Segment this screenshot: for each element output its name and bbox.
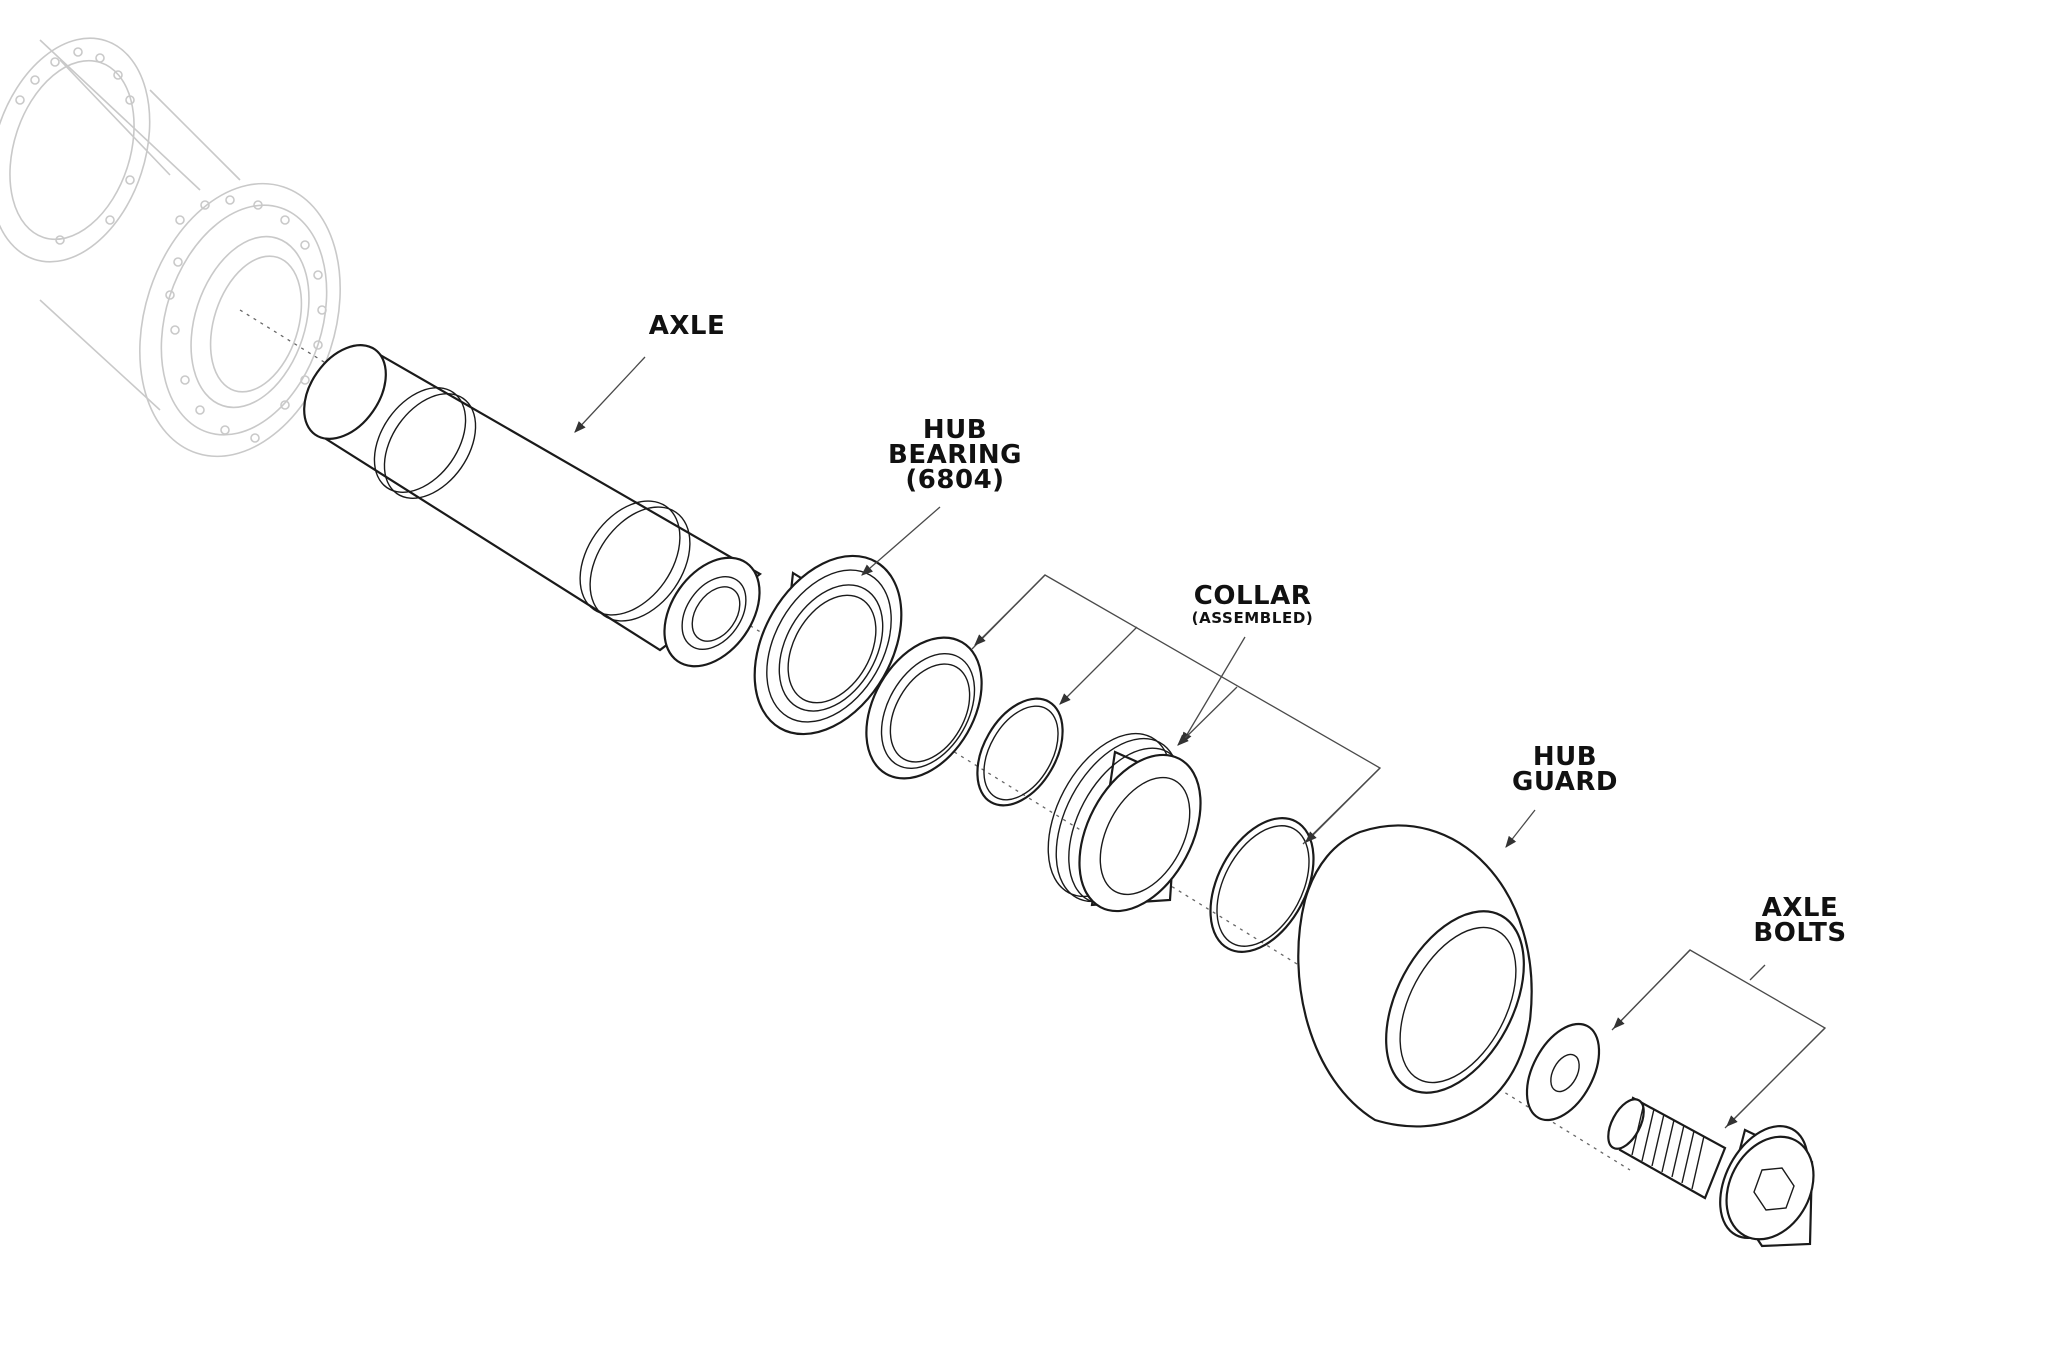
label-hub-bearing-line2: BEARING <box>888 440 1022 470</box>
bolt-threads <box>1631 1102 1705 1190</box>
label-axle-text: AXLE <box>648 311 726 341</box>
leader-hub-bearing <box>861 506 941 576</box>
label-hub-bearing: HUB BEARING (6804) <box>880 415 1030 495</box>
hub-bearing-part <box>753 554 903 736</box>
label-hub-guard-line2: GUARD <box>1512 767 1618 797</box>
leader-lines <box>574 356 1827 1129</box>
leader-collar-body <box>1177 686 1238 746</box>
label-collar: COLLAR (ASSEMBLED) <box>1170 581 1335 627</box>
collar-oring-2 <box>1209 817 1315 953</box>
label-hub-guard-line1: HUB <box>1532 742 1598 772</box>
leader-axle-bolts-bracket <box>1611 949 1827 1129</box>
label-axle-bolts-line2: BOLTS <box>1753 918 1847 948</box>
leader-collar-oring-2 <box>1305 767 1381 843</box>
label-collar-text: COLLAR <box>1193 581 1312 611</box>
collar-oring-1 <box>976 697 1064 807</box>
leader-axle-bolts-washer <box>1613 949 1691 1029</box>
label-axle: AXLE <box>632 311 742 341</box>
label-hub-guard: HUB GUARD <box>1500 742 1630 797</box>
collar-ring-1 <box>865 636 983 780</box>
axle-bolt-washer <box>1525 1022 1601 1122</box>
leader-collar-ring-tip <box>974 574 1046 646</box>
axle-bolt <box>1607 1096 1815 1248</box>
label-axle-bolts: AXLE BOLTS <box>1735 893 1865 948</box>
label-collar-subtext: (ASSEMBLED) <box>1191 609 1314 627</box>
leader-axle <box>574 356 646 433</box>
leader-collar-oring-1 <box>1059 626 1138 705</box>
label-axle-bolts-line1: AXLE <box>1761 893 1839 923</box>
hub-guard-part <box>1297 824 1533 1128</box>
leader-axle-bolts-stem <box>1749 964 1766 981</box>
ghost-spoke-holes <box>15 47 327 443</box>
label-hub-bearing-line3: (6804) <box>905 465 1005 495</box>
leader-hub-guard <box>1505 809 1536 848</box>
label-hub-bearing-line1: HUB <box>922 415 988 445</box>
leader-collar-center <box>1181 636 1246 745</box>
collar-body <box>1047 732 1202 913</box>
leader-axle-bolts-bolt <box>1726 1027 1826 1127</box>
axle-part <box>303 344 762 668</box>
ghost-hub-shell <box>0 37 341 458</box>
